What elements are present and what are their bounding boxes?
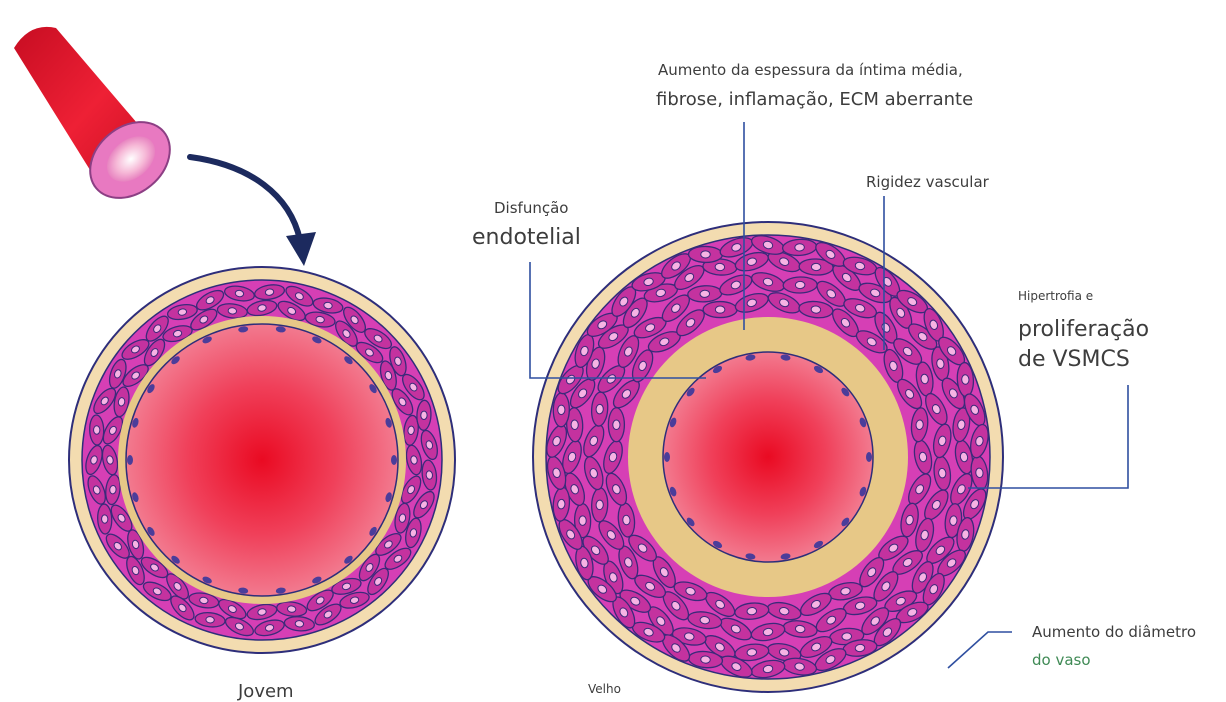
cell-nucleus <box>579 516 586 526</box>
diametro-leader <box>948 632 1012 668</box>
diametro-label-line2: do vaso <box>1032 652 1091 669</box>
cell-nucleus <box>795 281 805 288</box>
cell-nucleus <box>287 605 296 612</box>
cell-nucleus <box>747 607 757 615</box>
cell-nucleus <box>596 404 604 414</box>
rigidez-label: Rigidez vascular <box>866 174 989 191</box>
cell-nucleus <box>101 515 108 524</box>
cell-nucleus <box>842 632 852 640</box>
hipertrofia-label-line3: de VSMCS <box>1018 348 1130 372</box>
cell-nucleus <box>407 426 414 435</box>
curved-arrow-icon <box>190 157 316 266</box>
endothelial-cell <box>127 455 133 465</box>
cell-nucleus <box>701 251 711 258</box>
cell-nucleus <box>426 471 433 480</box>
cell-nucleus <box>557 499 565 509</box>
disfuncao-label-line1: Disfunção <box>494 200 568 217</box>
young-vessel-cross-section <box>69 267 455 653</box>
jovem-label: Jovem <box>238 682 294 702</box>
velho-label: Velho <box>588 683 621 696</box>
cell-nucleus <box>93 426 100 435</box>
intima-label-line1: Aumento da espessura da íntima média, <box>658 62 963 79</box>
cell-nucleus <box>613 420 620 430</box>
disfuncao-label-line2: endotelial <box>472 226 581 250</box>
cell-nucleus <box>700 656 710 664</box>
cell-nucleus <box>715 306 725 313</box>
cell-nucleus <box>228 307 237 314</box>
hipertrofia-label-line2: proliferação <box>1018 318 1149 342</box>
cell-nucleus <box>295 620 304 627</box>
cell-nucleus <box>558 405 565 415</box>
diametro-label-line1: Aumento do diâmetro <box>1032 624 1196 641</box>
intima-label-line2: fibrose, inflamação, ECM aberrante <box>656 90 973 110</box>
cell-nucleus <box>916 420 924 430</box>
cell-nucleus <box>109 485 116 494</box>
cell-nucleus <box>421 411 428 420</box>
cell-nucleus <box>811 306 821 314</box>
cell-nucleus <box>596 500 604 510</box>
cell-nucleus <box>715 263 725 271</box>
cell-nucleus <box>961 375 969 385</box>
cell-nucleus <box>811 263 821 271</box>
endothelial-cell <box>866 452 872 462</box>
cell-nucleus <box>206 616 215 623</box>
endothelial-cell <box>391 455 397 465</box>
cell-nucleus <box>571 420 579 430</box>
endothelial-cell <box>664 452 670 462</box>
cell-nucleus <box>795 243 805 251</box>
cell-nucleus <box>622 515 630 525</box>
blood-vessel-tube-icon <box>14 27 185 214</box>
old-vessel-cross-section <box>533 222 1003 692</box>
hipertrofia-label-line1: Hipertrofia e <box>1018 290 1093 303</box>
cell-nucleus <box>700 290 710 298</box>
